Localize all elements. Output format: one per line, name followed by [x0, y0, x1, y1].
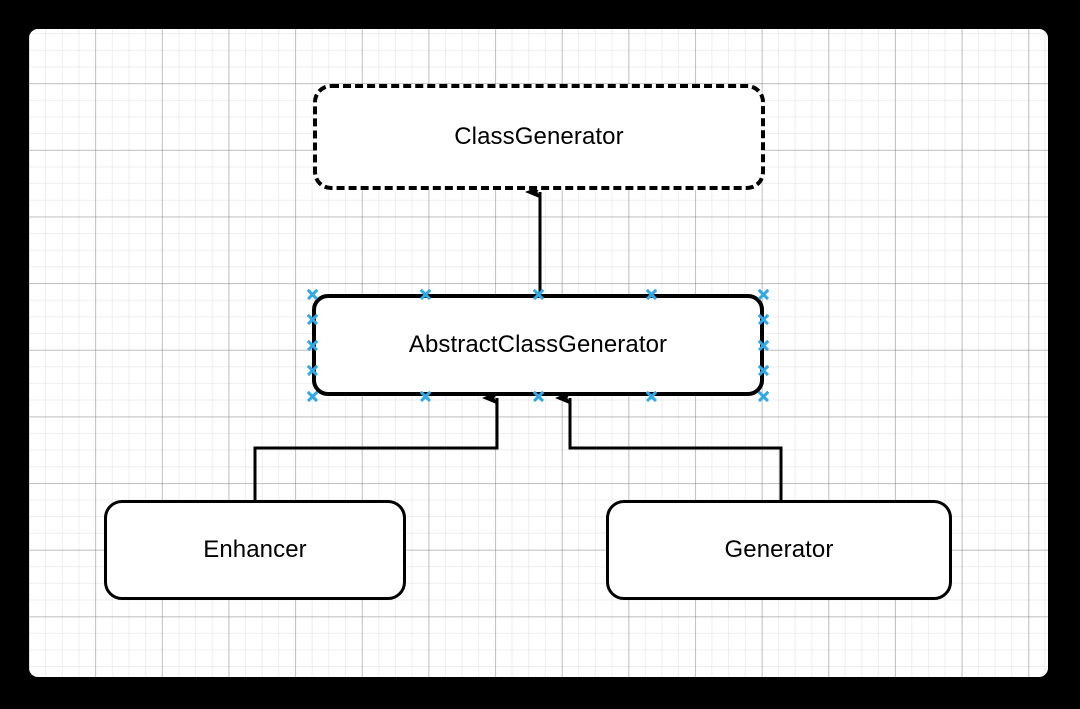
node-generator[interactable]: Generator	[606, 500, 952, 600]
node-classgenerator[interactable]: ClassGenerator	[313, 84, 765, 190]
node-abstractclassgenerator[interactable]: AbstractClassGenerator	[312, 294, 764, 396]
node-classgenerator-label: ClassGenerator	[454, 123, 624, 150]
node-generator-label: Generator	[724, 536, 834, 563]
node-enhancer[interactable]: Enhancer	[104, 500, 406, 600]
node-abstractclassgenerator-label: AbstractClassGenerator	[408, 331, 668, 358]
node-enhancer-label: Enhancer	[203, 536, 307, 563]
